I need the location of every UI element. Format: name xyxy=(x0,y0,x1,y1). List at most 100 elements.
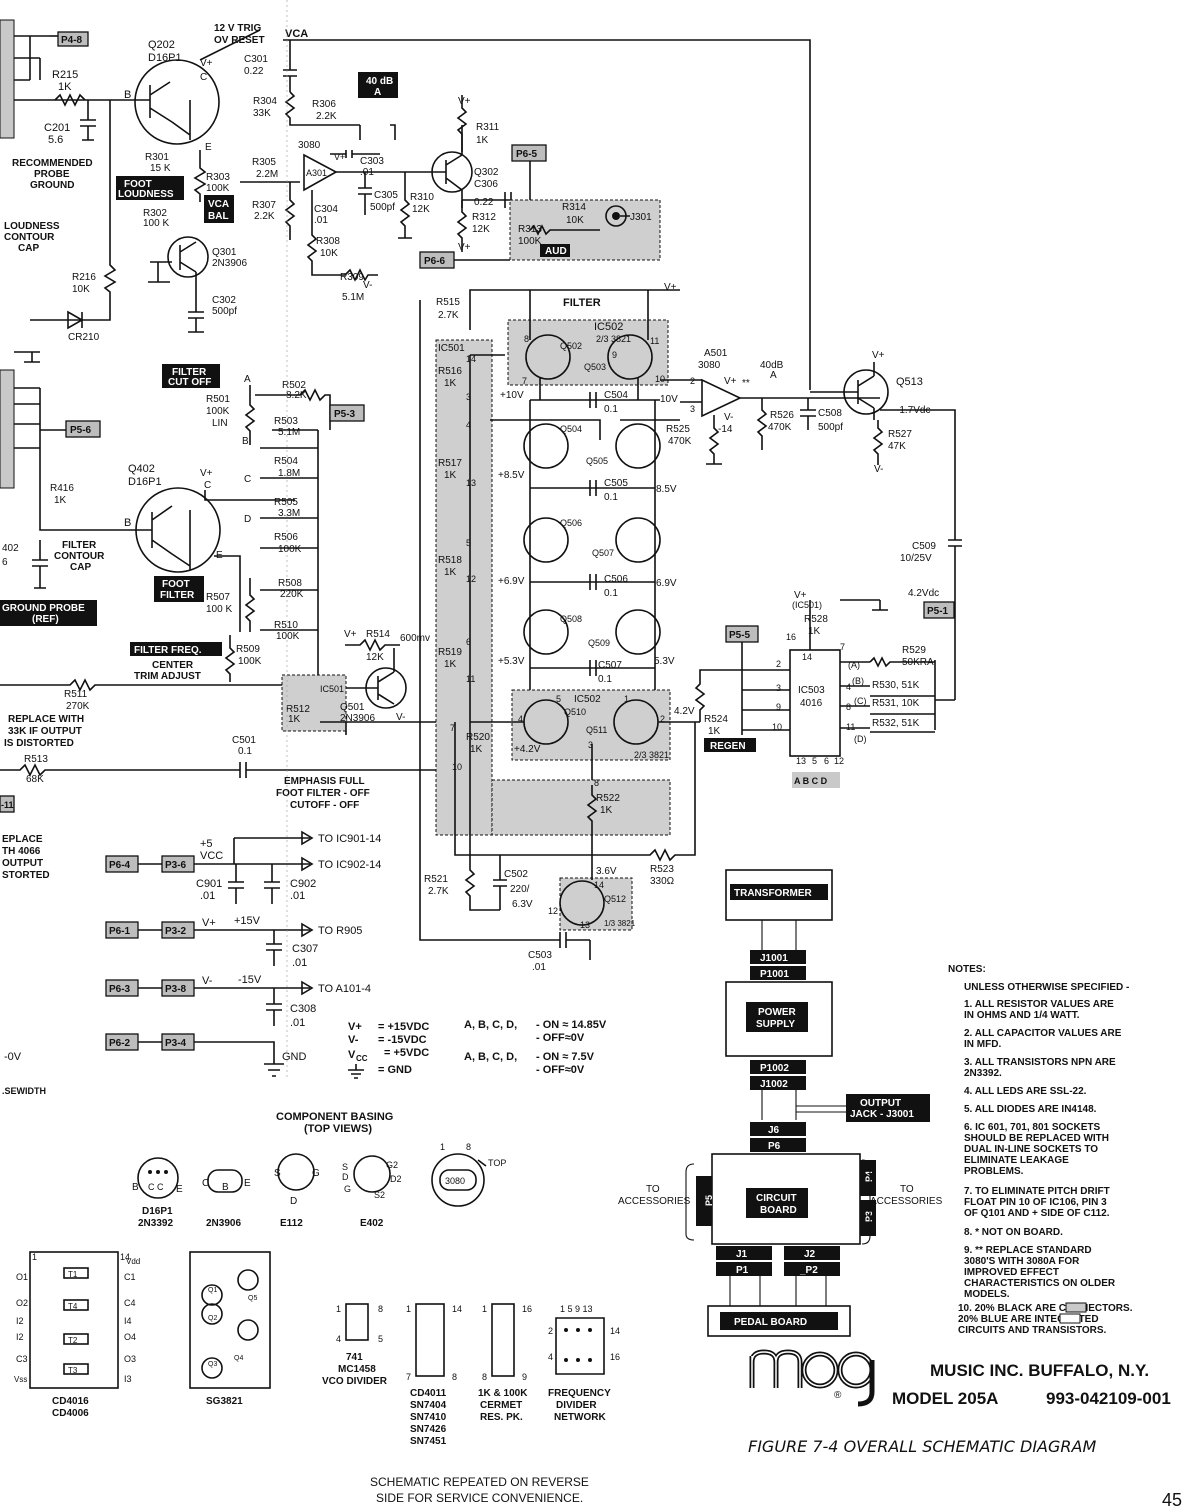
svg-text:C: C xyxy=(202,1178,209,1189)
svg-text:12: 12 xyxy=(834,756,844,766)
svg-text:SN7426: SN7426 xyxy=(410,1424,447,1435)
svg-text:R519: R519 xyxy=(438,647,462,658)
svg-text:B: B xyxy=(124,517,131,529)
svg-text:AUD: AUD xyxy=(545,246,567,257)
svg-text:2: 2 xyxy=(776,659,781,669)
svg-text:4: 4 xyxy=(548,1352,553,1362)
svg-text:Q513: Q513 xyxy=(896,376,923,388)
svg-text:R506: R506 xyxy=(274,532,298,543)
svg-text:1K: 1K xyxy=(444,470,457,481)
svg-text:Q502: Q502 xyxy=(560,341,582,351)
svg-text:P1002: P1002 xyxy=(760,1063,789,1074)
c201-label: C201 xyxy=(44,122,70,134)
svg-text:TO: TO xyxy=(646,1184,660,1195)
svg-text:.SEWIDTH: .SEWIDTH xyxy=(2,1086,46,1096)
moog-logo: ® xyxy=(749,1349,875,1407)
svg-text:Q5: Q5 xyxy=(248,1295,257,1302)
svg-text:R531, 10K: R531, 10K xyxy=(872,698,920,709)
svg-text:V-: V- xyxy=(363,280,372,291)
svg-text:P5-5: P5-5 xyxy=(729,630,751,641)
svg-text:J301: J301 xyxy=(630,212,652,223)
svg-text:Q509: Q509 xyxy=(588,638,610,648)
svg-text:+8.5V: +8.5V xyxy=(498,470,525,481)
svg-text:3080: 3080 xyxy=(698,360,721,371)
svg-text:4: 4 xyxy=(846,682,851,692)
svg-text:EPLACE: EPLACE xyxy=(2,834,43,845)
svg-text:3: 3 xyxy=(690,404,695,414)
svg-text:500pf: 500pf xyxy=(212,306,237,317)
svg-text:9. ** REPLACE STANDARD: 9. ** REPLACE STANDARD xyxy=(964,1245,1092,1256)
svg-text:8.5V: 8.5V xyxy=(656,484,677,495)
svg-text:2.7K: 2.7K xyxy=(438,310,459,321)
svg-text:A B C D: A B C D xyxy=(794,776,828,786)
svg-text:D2: D2 xyxy=(390,1174,402,1184)
svg-text:8.2K: 8.2K xyxy=(286,390,307,401)
svg-text:J1001: J1001 xyxy=(760,953,788,964)
svg-text:500pf: 500pf xyxy=(818,422,843,433)
ladder-filter-core: IC501 14 R516 1K 3 4 R517 1K 13 5 R518 1… xyxy=(419,282,700,973)
svg-text:R516: R516 xyxy=(438,366,462,377)
svg-text:CIRCUITS AND TRANSISTORS.: CIRCUITS AND TRANSISTORS. xyxy=(958,1325,1107,1336)
svg-text:(REF): (REF) xyxy=(32,614,59,625)
svg-text:TO R905: TO R905 xyxy=(318,925,362,937)
q202-type: D16P1 xyxy=(148,52,182,64)
svg-text:-11: -11 xyxy=(1,800,14,810)
svg-text:R311: R311 xyxy=(476,122,500,133)
svg-text:S: S xyxy=(342,1162,348,1172)
svg-text:100K: 100K xyxy=(518,236,542,247)
vca-section: P4-8 Q202 D16P1 B V+ E C R215 1K C201 5.… xyxy=(0,19,811,390)
svg-text:0.1: 0.1 xyxy=(598,674,612,685)
svg-text:CD4011: CD4011 xyxy=(410,1388,447,1399)
company-name: MUSIC INC. BUFFALO, N.Y. xyxy=(930,1361,1149,1380)
svg-text:40dB: 40dB xyxy=(760,360,784,371)
svg-text:2. ALL CAPACITOR VALUES ARE: 2. ALL CAPACITOR VALUES ARE xyxy=(964,1028,1122,1039)
svg-text:P3-8: P3-8 xyxy=(165,984,187,995)
svg-text:D: D xyxy=(290,1196,297,1207)
svg-text:FILTER FREQ.: FILTER FREQ. xyxy=(134,645,202,656)
svg-text:2N3906: 2N3906 xyxy=(340,713,375,724)
svg-text:A: A xyxy=(374,87,381,98)
svg-text:R505: R505 xyxy=(274,497,298,508)
svg-text:A, B, C, D,: A, B, C, D, xyxy=(464,1051,517,1063)
svg-text:4016: 4016 xyxy=(800,698,823,709)
svg-text:2: 2 xyxy=(548,1326,553,1336)
svg-text:NOTES:: NOTES: xyxy=(948,964,986,975)
svg-text:Q505: Q505 xyxy=(586,456,608,466)
svg-text:C502: C502 xyxy=(504,869,528,880)
svg-text:Q4: Q4 xyxy=(234,1355,243,1362)
svg-text:Q302: Q302 xyxy=(474,167,499,178)
svg-text:R510: R510 xyxy=(274,620,298,631)
svg-text:CD4006: CD4006 xyxy=(52,1408,89,1419)
svg-text:FLOAT PIN 10 OF IC106, PIN 3: FLOAT PIN 10 OF IC106, PIN 3 xyxy=(964,1197,1107,1208)
svg-text:LIN: LIN xyxy=(212,418,228,429)
svg-text:CAP: CAP xyxy=(70,562,91,573)
svg-text:VCO DIVIDER: VCO DIVIDER xyxy=(322,1376,388,1387)
svg-text:14: 14 xyxy=(610,1326,620,1336)
svg-text:V-: V- xyxy=(348,1034,359,1046)
svg-text:.01: .01 xyxy=(314,215,328,226)
svg-text:8: 8 xyxy=(594,778,599,788)
ic502-top xyxy=(507,319,669,386)
component-basing: COMPONENT BASING (TOP VIEWS) B E C C D16… xyxy=(14,1111,620,1447)
svg-text:3080: 3080 xyxy=(445,1176,465,1186)
svg-text:CERMET: CERMET xyxy=(480,1400,522,1411)
svg-text:BOARD: BOARD xyxy=(760,1205,797,1216)
svg-text:3080: 3080 xyxy=(298,140,321,151)
svg-text:C506: C506 xyxy=(604,574,628,585)
svg-text:T2: T2 xyxy=(68,1336,78,1345)
svg-text:4: 4 xyxy=(518,714,523,724)
svg-text:R216: R216 xyxy=(72,272,96,283)
svg-text:V+: V+ xyxy=(200,468,213,479)
svg-text:R313: R313 xyxy=(518,224,542,235)
svg-text:V+: V+ xyxy=(348,1021,362,1033)
svg-text:3: 3 xyxy=(588,740,593,750)
svg-text:B: B xyxy=(124,89,131,101)
svg-text:4: 4 xyxy=(466,420,471,430)
svg-text:R509: R509 xyxy=(236,644,260,655)
svg-text:LOUDNESS: LOUDNESS xyxy=(4,221,60,232)
svg-text:12K: 12K xyxy=(412,204,430,215)
svg-text:+15V: +15V xyxy=(234,915,261,927)
svg-text:FREQUENCY: FREQUENCY xyxy=(548,1388,611,1399)
svg-text:COMPONENT BASING: COMPONENT BASING xyxy=(276,1111,393,1123)
svg-text:1K & 100K: 1K & 100K xyxy=(478,1388,528,1399)
